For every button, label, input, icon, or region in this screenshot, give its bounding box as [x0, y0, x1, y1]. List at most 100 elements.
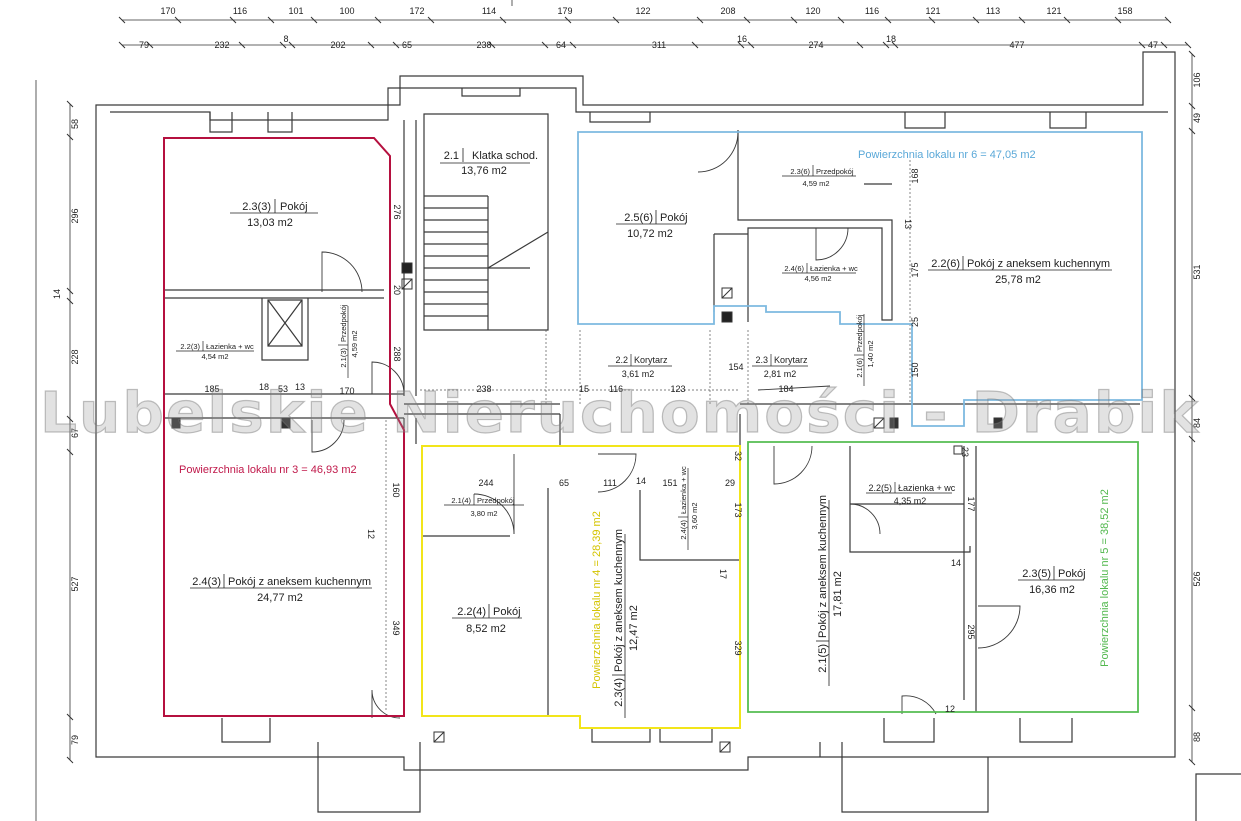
- room-area: 3,60 m2: [690, 502, 699, 529]
- room-area: 1,40 m2: [866, 340, 875, 367]
- room-area: 12,47 m2: [628, 605, 640, 651]
- room-2-1-label: 2.1 Klatka schod. 13,76 m2: [440, 148, 538, 177]
- room-area: 4,59 m2: [350, 330, 359, 357]
- unit-4-area-label: Powierzchnia lokalu nr 4 = 28,39 m2: [591, 511, 603, 689]
- unit-5-area-label: Powierzchnia lokalu nr 5 = 38,52 m2: [1099, 489, 1111, 667]
- dim-label: 25: [910, 317, 920, 327]
- room-2-2-3-label: 2.2(3) Łazienka + wc 4,54 m2: [176, 341, 254, 361]
- dim-label: 185: [204, 384, 219, 394]
- dim-label: 202: [330, 40, 345, 50]
- room-area: 4,54 m2: [201, 352, 228, 361]
- dim-label: 16: [737, 34, 747, 44]
- dim-label: 116: [233, 6, 247, 16]
- room-2-4-3-label: 2.4(3) Pokój z aneksem kuchennym 24,77 m…: [190, 574, 372, 604]
- dim-label: 12: [366, 529, 376, 539]
- dim-label: 121: [1046, 6, 1061, 16]
- dim-label: 311: [652, 40, 666, 50]
- room-id: 2.3(4): [613, 678, 625, 707]
- room-id: 2.2(4): [457, 606, 486, 618]
- room-id: 2.1(3): [339, 347, 348, 367]
- dimension-labels-top-1: 170 116 101 100 172 114 179 122 208 120 …: [160, 6, 1132, 16]
- dim-label: 175: [910, 262, 920, 277]
- room-name: Pokój z aneksem kuchennym: [967, 258, 1110, 270]
- dim-label: 120: [805, 6, 820, 16]
- room-area: 24,77 m2: [257, 592, 303, 604]
- dim-label: 18: [259, 382, 269, 392]
- dimension-ticks: [66, 16, 1196, 766]
- dim-label: 531: [1192, 264, 1202, 279]
- room-area: 3,61 m2: [622, 369, 655, 379]
- dim-label: 18: [886, 34, 896, 44]
- room-name: Pokój: [1058, 568, 1086, 580]
- dim-label: 170: [160, 6, 175, 16]
- dim-label: 58: [70, 119, 80, 129]
- room-2-1-5-label: 2.1(5) Pokój z aneksem kuchennym 17,81 m…: [816, 495, 844, 686]
- room-area: 13,03 m2: [247, 217, 293, 229]
- dim-label: 64: [556, 40, 566, 50]
- dim-label: 106: [1192, 72, 1202, 87]
- dim-label: 111: [603, 478, 617, 488]
- dim-label: 84: [1192, 418, 1202, 428]
- dim-label: 49: [1192, 113, 1202, 123]
- dim-label: 122: [635, 6, 650, 16]
- dim-label: 14: [951, 558, 961, 568]
- room-name: Korytarz: [774, 355, 808, 365]
- room-name: Łazienka + wc: [898, 483, 956, 493]
- dim-label: 12: [945, 704, 955, 714]
- room-name: Pokój z aneksem kuchennym: [613, 529, 625, 672]
- unit-3-area-label: Powierzchnia lokalu nr 3 = 46,93 m2: [179, 464, 357, 476]
- dim-label: 47: [1148, 40, 1158, 50]
- dim-label: 295: [966, 624, 976, 639]
- dim-label: 172: [409, 6, 424, 16]
- dim-label: 17: [718, 569, 728, 579]
- room-area: 16,36 m2: [1029, 584, 1075, 596]
- dim-label: 113: [986, 6, 1000, 16]
- dim-label: 349: [391, 620, 401, 635]
- room-id: 2.3(6): [790, 167, 810, 176]
- room-id: 2.1(6): [855, 357, 864, 377]
- room-id: 2.1: [444, 150, 459, 162]
- room-area: 10,72 m2: [627, 228, 673, 240]
- room-id: 2.4(3): [192, 576, 221, 588]
- room-2-5-6-label: 2.5(6) Pokój 10,72 m2: [616, 210, 688, 240]
- dim-label: 329: [733, 640, 743, 655]
- dim-label: 170: [339, 386, 354, 396]
- room-area: 4,56 m2: [804, 274, 831, 283]
- room-name: Pokój: [280, 201, 308, 213]
- room-2-2-5-label: 2.2(5) Łazienka + wc 4,35 m2: [866, 482, 956, 506]
- room-id: 2.3: [755, 355, 768, 365]
- room-2-1-3-label: 2.1(3) Przedpokój 4,59 m2: [338, 304, 359, 378]
- room-area: 8,52 m2: [466, 623, 506, 635]
- room-area: 4,35 m2: [894, 496, 927, 506]
- unit-4-outline: [421, 445, 741, 729]
- dim-label: 173: [733, 502, 743, 517]
- room-labels: 2.1 Klatka schod. 13,76 m2 2.3(3) Pokój …: [176, 148, 1112, 718]
- room-id: 2.1(5): [817, 644, 829, 673]
- dim-label: 151: [662, 478, 677, 488]
- room-2-3-label: 2.3 Korytarz 2,81 m2: [752, 354, 808, 379]
- dim-label: 101: [288, 6, 303, 16]
- room-name: Przedpokój: [855, 314, 864, 352]
- dim-label: 79: [139, 40, 149, 50]
- unit-6-outline: [577, 131, 1143, 427]
- watermark: Lubelskie Nieruchomości - Drabik: [40, 381, 1200, 446]
- dim-label: 477: [1009, 40, 1024, 50]
- room-name: Klatka schod.: [472, 150, 538, 162]
- room-id: 2.4(4): [679, 519, 688, 539]
- dim-label: 177: [966, 496, 976, 511]
- dim-label: 208: [720, 6, 735, 16]
- room-id: 2.2(6): [931, 258, 960, 270]
- dim-label: 20: [392, 285, 402, 295]
- room-area: 2,81 m2: [764, 369, 797, 379]
- door-swings: [311, 131, 1021, 719]
- ventilation-symbols: [171, 262, 1003, 753]
- room-name: Łazienka + wc: [810, 264, 858, 273]
- room-2-2-6-label: 2.2(6) Pokój z aneksem kuchennym 25,78 m…: [928, 256, 1112, 286]
- dim-label: 274: [808, 40, 823, 50]
- room-2-1-4-label: 2.1(4) Przedpokój 3,80 m2: [444, 494, 524, 518]
- dim-label: 100: [339, 6, 354, 16]
- dim-label: 65: [559, 478, 569, 488]
- room-id: 2.5(6): [624, 212, 653, 224]
- dashed-guides: [385, 160, 911, 710]
